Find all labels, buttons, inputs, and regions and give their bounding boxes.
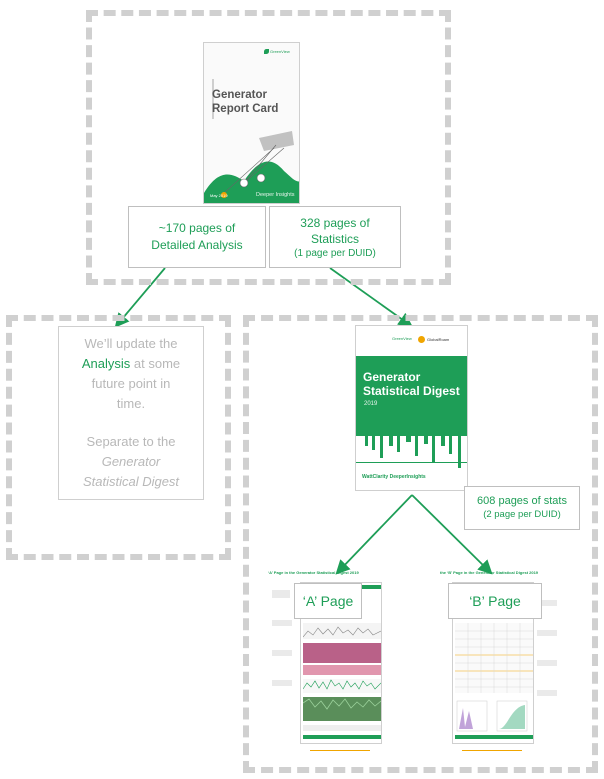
page-b-header: the ‘B’ Page in the Generator Statistica… [440,570,539,575]
page-a-header: ‘A’ Page in the Generator Statistical Di… [268,570,359,575]
page-b-label-box: ‘B’ Page [448,583,542,619]
cover1-title: Generator Report Card [212,89,279,115]
arrow-to-a-page [335,494,413,575]
statistical-digest-cover: GreenView GlobalRoam Generator Statistic… [355,325,468,491]
cover2-title: Generator Statistical Digest [363,370,460,398]
cover2-year: 2019 [364,401,378,407]
page-b-annotations [537,600,563,720]
detailed-analysis-box: ~170 pages of Detailed Analysis [128,206,266,268]
globalroam-logo-icon [418,336,425,343]
page-a-annotations [272,590,298,690]
cover2-brand1: GreenView [392,336,412,341]
page-a-charts [303,623,381,739]
cover2-footer: WattClarity DeeperInsights [362,474,426,480]
analysis-highlight: Analysis [81,356,131,371]
leaf-logo-icon [264,49,269,54]
arrow-to-b-page [411,494,493,575]
report-card-illustration [204,131,299,203]
stats-pages-box: 608 pages of stats (2 page per DUID) [464,486,580,530]
page-b-table-grid [455,623,533,739]
digest-frame [243,315,598,773]
analysis-frame [6,315,231,560]
cover2-brand2: GlobalRoam [427,337,450,342]
cover1-footer-brand: Deeper Insights [256,192,295,198]
digest-skyline-chart [356,416,467,468]
report-card-frame [86,10,451,285]
statistics-box: 328 pages of Statistics (1 page per DUID… [269,206,401,268]
page-a-label-box: ‘A’ Page [294,583,362,619]
cover1-brand: GreenView [270,49,290,54]
cover1-date: May 2019 [210,193,228,198]
report-card-cover: GreenView Generator Report Card May 2019… [203,42,300,204]
analysis-note-box: We’ll update the Analysis at some future… [58,326,204,500]
